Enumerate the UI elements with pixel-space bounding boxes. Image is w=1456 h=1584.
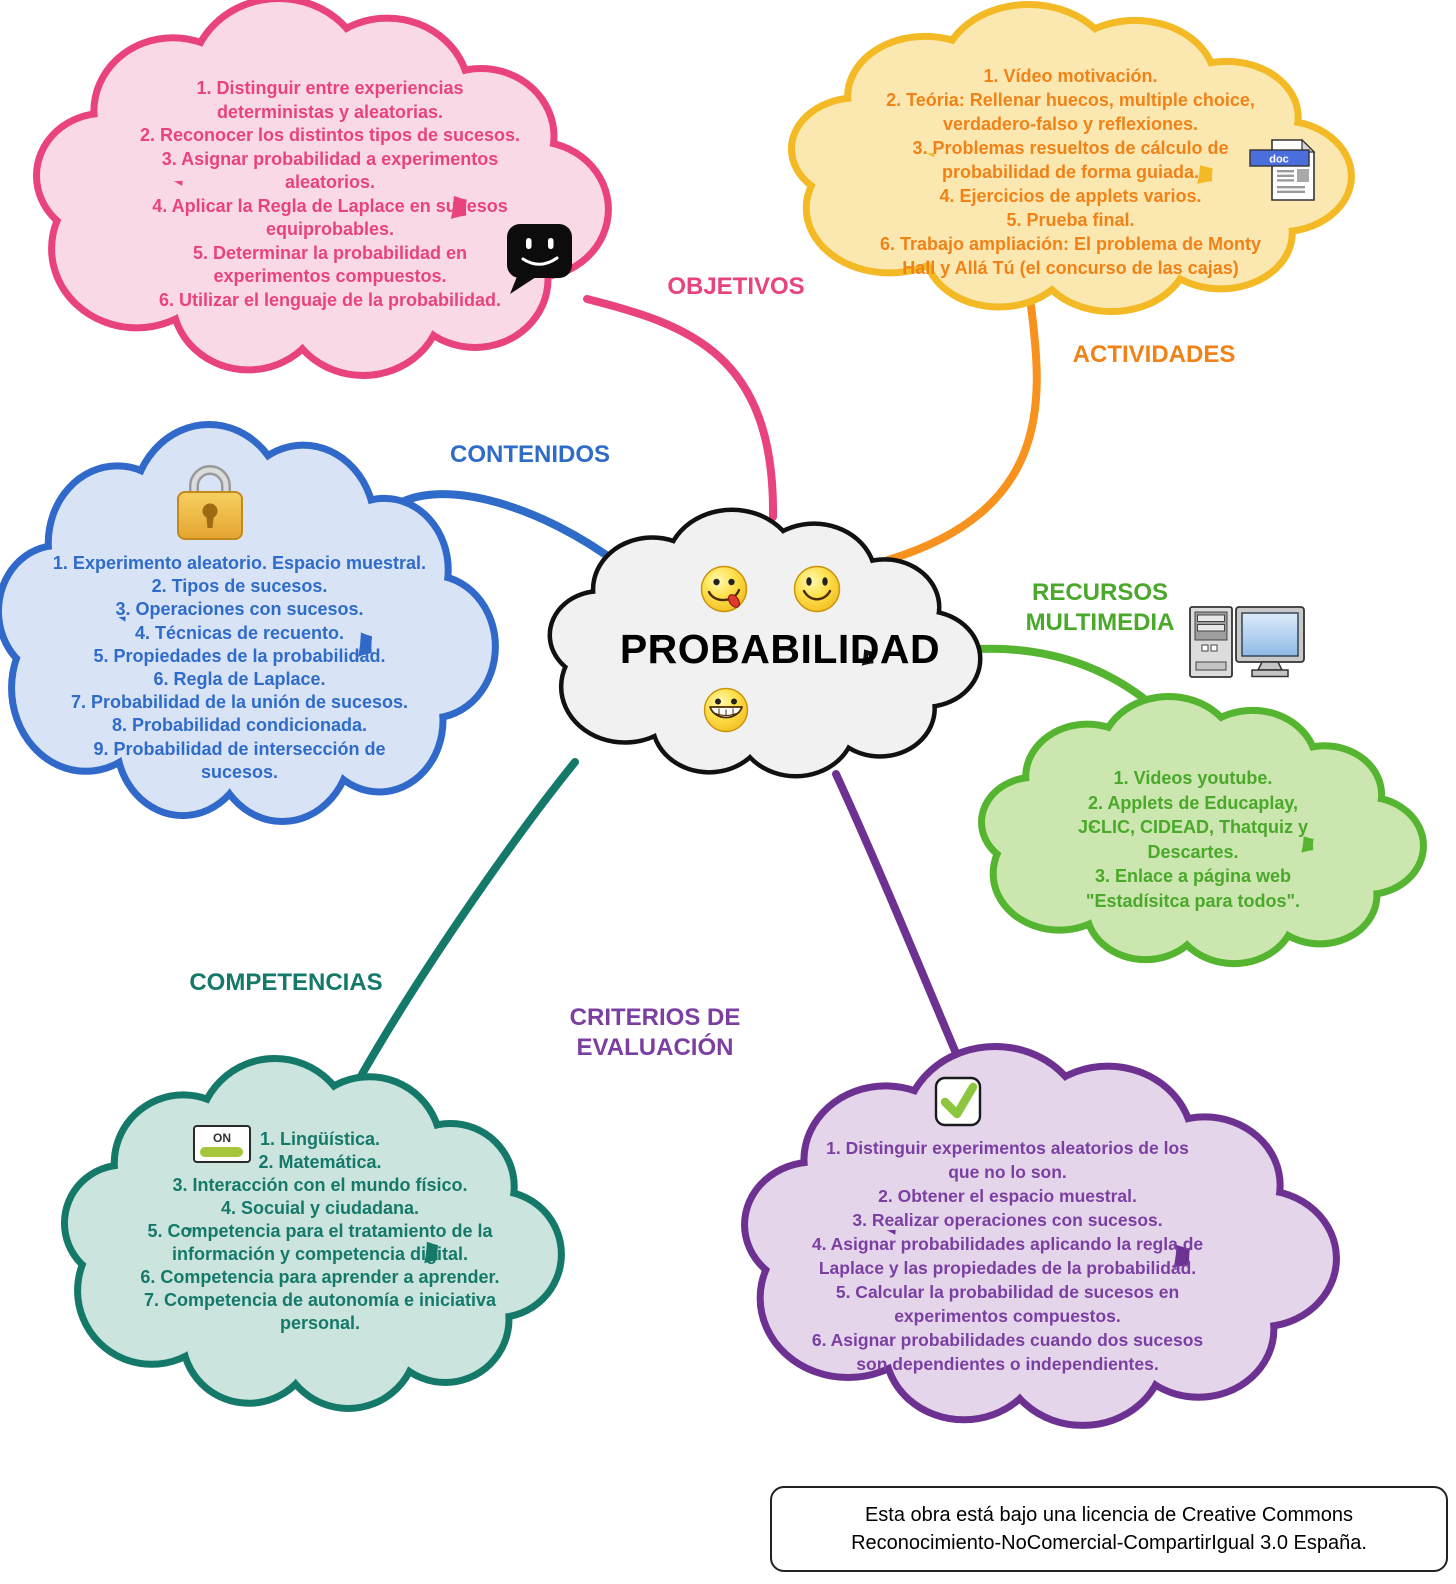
contenidos-label: CONTENIDOS [449,441,611,468]
recursos-items: 1. Videos youtube. 2. Applets de Educapl… [1077,768,1308,911]
smiling-face-icon [793,565,841,613]
license-text: Esta obra está bajo una licencia de Crea… [851,1504,1367,1554]
doc-file-icon: doc [1249,138,1316,201]
svg-text:doc: doc [1269,154,1289,166]
grinning-teeth-face-icon [703,687,749,733]
actividades-connector [884,302,1041,564]
objetivos-label: OBJETIVOS [667,273,805,300]
competencias-connector [348,758,579,1096]
license-box: Esta obra está bajo una licencia de Crea… [770,1486,1448,1572]
recursos-connector [973,644,1162,714]
criterios-items: 1. Distinguir experimentos aleatorios de… [811,1138,1204,1374]
actividades-label: ACTIVIDADES [1072,341,1236,368]
branch-connectors [348,295,1162,1096]
checkbox-checked-icon [934,1076,982,1127]
objetivos-items: 1. Distinguir entre experiencias determi… [139,78,521,310]
speech-bubble-icon [507,224,572,294]
tongue-out-smiley-icon [700,565,748,613]
center-title: PROBABILIDAD [619,626,941,672]
contenidos-connector [394,490,624,569]
criterios-label: CRITERIOS DE EVALUACIÓN [569,1004,741,1061]
criterios-connector [832,770,962,1062]
contenidos-items: 1. Experimento aleatorio. Espacio muestr… [52,553,427,782]
competencias-label: COMPETENCIAS [189,969,383,996]
objetivos-connector [583,295,778,521]
competencias-items: 1. Lingüística. 2. Matemática. 3. Intera… [140,1129,500,1333]
recursos-label: RECURSOS MULTIMEDIA [1025,579,1175,636]
padlock-icon [177,465,243,540]
actividades-items: 1. Vídeo motivación. 2. Teória: Rellenar… [879,66,1262,278]
desktop-computer-icon [1189,606,1305,678]
svg-text:ON: ON [213,1131,231,1145]
on-switch-icon: ON [193,1125,251,1163]
